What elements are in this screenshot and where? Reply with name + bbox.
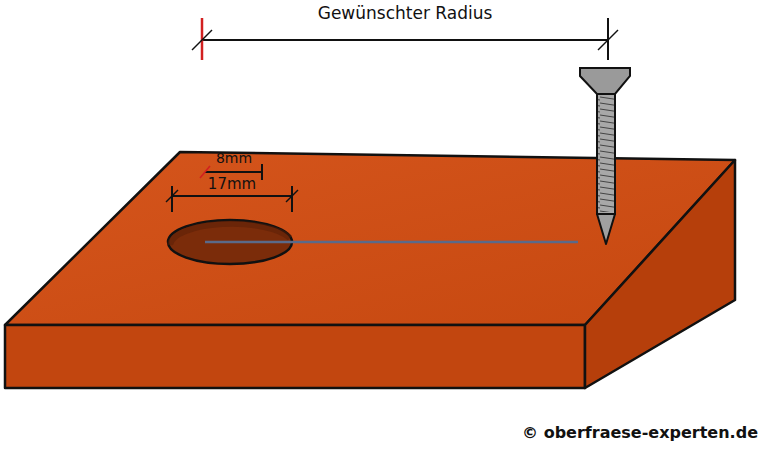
dimension-label: 17mm (208, 176, 256, 193)
screw (580, 68, 630, 244)
dimension-label: 8mm (216, 151, 252, 166)
watermark: © oberfraese-experten.de (522, 424, 758, 442)
dimension-line (172, 195, 292, 197)
board-front (5, 325, 585, 388)
radius-line (205, 241, 578, 244)
dimension-line (205, 171, 262, 173)
dimension-label: Gewünschter Radius (318, 4, 493, 23)
dimension-line (202, 39, 608, 41)
